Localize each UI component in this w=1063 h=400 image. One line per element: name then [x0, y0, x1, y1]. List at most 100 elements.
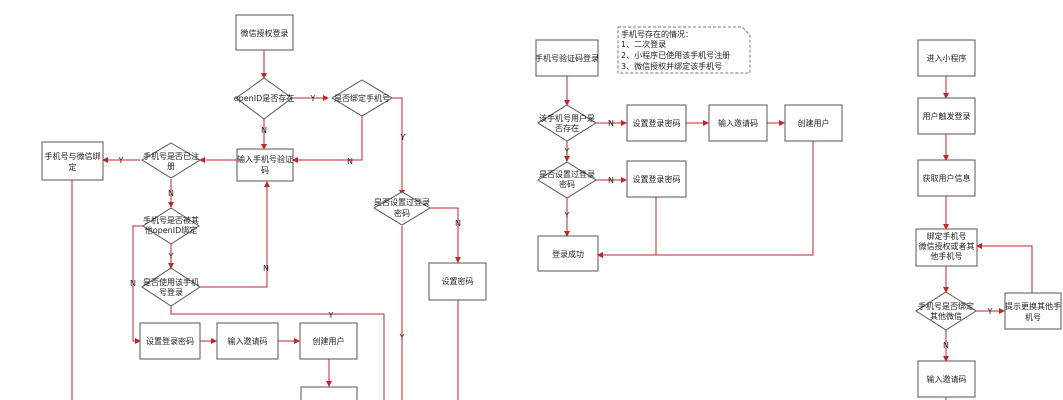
middle-flowchart: 手机号存在的情况： 1、二次登录 2、小程序已使用该手机号注册 3、微信授权并绑…: [535, 26, 843, 272]
edge-use-phone-yes: [170, 306, 385, 400]
edge-setpw2-to-success: [597, 197, 657, 258]
label-create-user: 创建用户: [313, 336, 345, 346]
edge-label-registered-yes: Y: [118, 156, 124, 165]
label-set-login-password-mid-2: 设置登录密码: [633, 174, 681, 184]
label-bind-phone-2: 微信授权或者其: [919, 241, 975, 251]
label-input-invite-code: 输入邀请码: [228, 336, 268, 346]
label-is-bound-phone: 是否绑定手机号: [334, 93, 390, 103]
decision-is-bound-phone: [331, 79, 393, 117]
decision-openid-exists: [235, 77, 293, 120]
node-create-user: [299, 322, 358, 360]
edge-label-exists-yes: Y: [564, 147, 570, 156]
edge-pwset-no: [430, 207, 461, 263]
edge-bound-no: [292, 116, 363, 163]
note-line-2: 2、小程序已使用该手机号注册: [621, 50, 730, 60]
node-bind-phone: [915, 228, 978, 267]
label-input-phone-code-1: 输入手机号验证: [237, 154, 293, 164]
decision-phone-bound-other: [142, 207, 200, 245]
label-phone-registered-1: 手机号是否已注: [143, 151, 199, 161]
label-user-trigger-login: 用户触发登录: [923, 111, 971, 121]
label-input-invite-code-right: 输入邀请码: [927, 374, 967, 384]
node-login-success: [537, 235, 599, 272]
label-password-set-mid-2: 密码: [559, 179, 575, 189]
node-wechat-auth-login: [235, 14, 294, 51]
label-phone-bound-other-2: 他openID绑定: [145, 225, 197, 235]
edge-label-openid-no: N: [261, 126, 267, 135]
label-use-this-phone-2: 号登录: [159, 287, 183, 297]
edge-label-use-phone-no: N: [263, 264, 269, 273]
label-set-password: 设置密码: [442, 276, 474, 286]
edge-use-phone-no: [200, 181, 270, 288]
label-enter-miniprogram: 进入小程序: [927, 53, 967, 63]
edge-label-pwset-yes-mid: Y: [564, 211, 570, 220]
decision-user-exists: [537, 104, 597, 142]
label-prompt-change-phone-2: 机号: [1025, 312, 1041, 322]
right-flowchart: 进入小程序 用户触发登录 获取用户信息 绑定手机号 微信授权或者其 他手机号 手…: [915, 39, 1062, 400]
edge-label-bound-other-yes: Y: [168, 252, 174, 261]
note-title: 手机号存在的情况：: [621, 29, 693, 39]
left-flowchart: 微信授权登录 openID是否存在 是否绑定手机号 输入手机号验证 码 手机号是…: [41, 14, 487, 400]
node-set-login-password-mid-2: [626, 160, 687, 198]
node-next-partial: [300, 386, 358, 400]
label-prompt-change-phone-1: 提示更换其他手: [1005, 301, 1061, 311]
node-create-user-mid: [784, 104, 843, 142]
edge-create-to-success: [597, 141, 814, 258]
edge-label-use-phone-yes: Y: [328, 311, 334, 320]
node-enter-miniprogram: [917, 39, 976, 77]
edge-label-bound-no: N: [347, 157, 353, 166]
label-phone-wechat-bind-1: 手机号与微信绑: [45, 151, 101, 161]
label-openid-exists: openID是否存在: [234, 93, 294, 103]
label-input-phone-code-2: 码: [261, 166, 269, 175]
label-bind-phone-1: 绑定手机号: [927, 231, 967, 241]
label-create-user-mid: 创建用户: [798, 118, 830, 128]
edge-label-bound-other-no: N: [130, 279, 136, 288]
note-phone-exists: [617, 26, 751, 74]
label-use-this-phone-1: 是否使用该手机: [143, 277, 199, 287]
node-phone-code-login: [535, 39, 599, 77]
node-input-invite-code: [216, 322, 279, 360]
label-phone-code-login: 手机号验证码登录: [535, 53, 599, 63]
label-password-set-1: 是否设置过登录: [374, 197, 430, 207]
decision-use-this-phone: [141, 267, 201, 307]
edge-label-decision-yes: Y: [987, 307, 993, 316]
label-user-exists-2: 否存在: [555, 123, 579, 133]
label-phone-wechat-bind-2: 定: [69, 162, 77, 172]
decision-password-set-mid: [537, 161, 597, 199]
label-password-set-mid-1: 是否设置过登录: [539, 169, 595, 179]
edge-bound-yes: [392, 97, 405, 196]
label-set-login-password: 设置登录密码: [146, 336, 194, 346]
node-input-phone-code: [236, 148, 294, 182]
edge-label-pwset-no-mid: N: [608, 176, 614, 185]
node-user-trigger-login: [917, 97, 976, 135]
label-bind-phone-3: 他手机号: [931, 251, 963, 261]
node-phone-wechat-bind: [41, 141, 104, 181]
edge-label-decision-no: N: [943, 341, 949, 350]
note-line-1: 1、二次登录: [621, 39, 666, 49]
node-prompt-change-phone: [1004, 292, 1062, 330]
edge-label-openid-yes: Y: [310, 94, 316, 103]
label-wechat-auth-login: 微信授权登录: [241, 28, 289, 38]
edge-prompt-to-bind: [976, 243, 1033, 293]
decision-password-set: [373, 191, 431, 226]
edge-bound-other-no: [132, 225, 143, 344]
decision-phone-registered: [141, 142, 201, 179]
label-set-login-password-mid: 设置登录密码: [633, 118, 681, 128]
edge-label-exists-no: N: [608, 119, 614, 128]
edge-label-bound-yes: Y: [400, 133, 406, 142]
node-input-invite-code-mid: [708, 104, 768, 142]
node-set-login-password-mid: [626, 104, 687, 142]
edge-label-pwset-no: N: [455, 219, 461, 228]
edge-label-pwset-yes: Y: [399, 333, 405, 342]
label-get-user-info: 获取用户信息: [923, 173, 971, 183]
label-login-success: 登录成功: [552, 249, 584, 259]
node-set-password: [428, 262, 487, 301]
decision-bound-other-wechat: [915, 291, 977, 331]
label-input-invite-code-mid: 输入邀请码: [718, 118, 758, 128]
label-bound-other-wechat-2: 其他微信: [930, 311, 962, 321]
node-get-user-info: [917, 159, 976, 197]
label-phone-registered-2: 册: [167, 162, 175, 171]
note-line-3: 3、微信授权并绑定该手机号: [621, 61, 722, 71]
label-phone-bound-other-1: 手机号是否被其: [143, 215, 199, 225]
node-input-invite-code-right: [917, 360, 976, 398]
